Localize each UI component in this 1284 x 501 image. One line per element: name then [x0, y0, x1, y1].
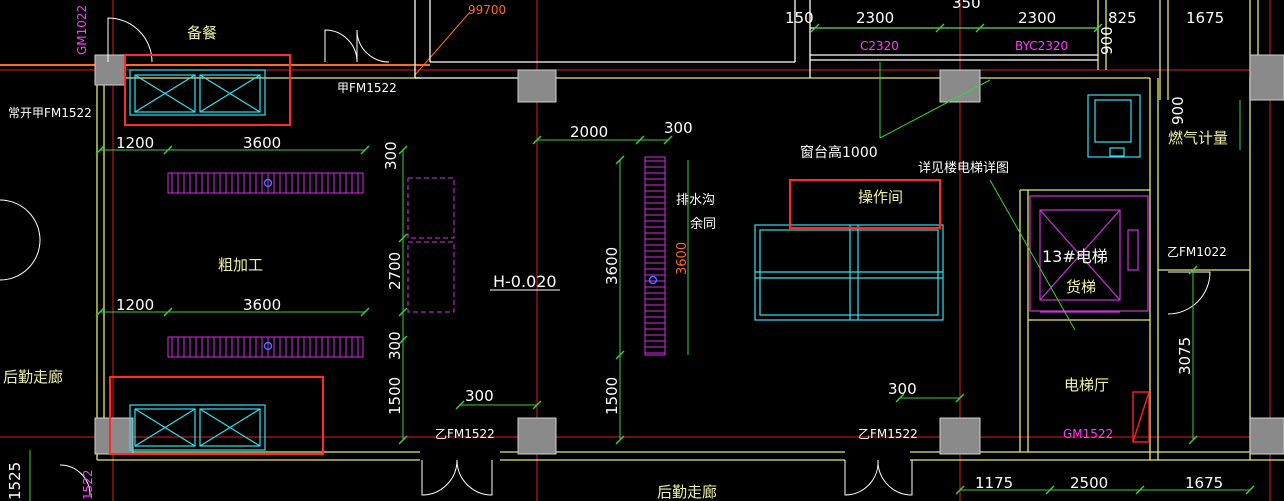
columns	[94, 54, 1284, 455]
dim-900a: 900	[1098, 26, 1116, 55]
label-houqin-bottom: 后勤走廊	[657, 483, 717, 501]
dim-1675b: 1675	[1185, 474, 1223, 492]
label-dianti: 13#电梯	[1042, 247, 1108, 266]
dim-1500b: 1500	[603, 377, 621, 415]
window-byc2320: BYC2320	[1015, 39, 1068, 53]
dim-300e: 300	[888, 380, 917, 398]
label-beican: 备餐	[187, 24, 217, 42]
dim-1525: 1525	[6, 462, 24, 500]
window-c2320: C2320	[860, 39, 899, 53]
label-ranqi: 燃气计量	[1168, 129, 1228, 147]
label-cujiagong: 粗加工	[218, 256, 263, 274]
door-left-fm1522: 常开甲FM1522	[8, 106, 92, 120]
label-chuangtai: 窗台高1000	[800, 144, 878, 161]
code-99700: 99700	[468, 3, 506, 17]
dim-3600a: 3600	[243, 134, 281, 152]
dim-825: 825	[1108, 9, 1137, 27]
dim-2700: 2700	[386, 252, 404, 290]
dim-1675a: 1675	[1186, 9, 1224, 27]
leader-orange	[414, 11, 471, 76]
room-labels: 备餐 粗加工 操作间 后勤走廊 后勤走廊 排水沟 余同 窗台高1000 详见楼电…	[3, 24, 1228, 501]
drain-points	[263, 178, 658, 351]
door-gm1022: GM1022	[75, 5, 89, 55]
door-yi-fm1022: 乙FM1022	[1167, 245, 1227, 259]
doors	[0, 17, 1211, 496]
elevator-shaft	[1029, 195, 1149, 313]
dim-2000: 2000	[570, 123, 608, 141]
dim-300d: 300	[465, 387, 494, 405]
operation-table	[754, 224, 944, 321]
label-xiangjian: 详见楼电梯详图	[918, 161, 1009, 176]
door-yi-fm1522-b: 乙FM1522	[858, 427, 918, 441]
label-diantiting: 电梯厅	[1064, 376, 1109, 394]
work-benches	[167, 156, 666, 358]
code-1522: 1522	[81, 469, 95, 500]
dim-2300b: 2300	[1018, 9, 1056, 27]
dimension-lines	[29, 27, 1250, 501]
dim-3600v: 3600	[603, 247, 621, 285]
dim-3075: 3075	[1176, 337, 1194, 375]
dim-1200a: 1200	[116, 134, 154, 152]
door-jia-fm1522-top: 甲FM1522	[337, 81, 397, 95]
label-houqin-left: 后勤走廊	[3, 368, 63, 386]
dimension-ticks	[95, 23, 1255, 495]
equipment-top	[129, 69, 266, 116]
dim-150: 150	[785, 9, 814, 27]
door-yi-fm1522-a: 乙FM1522	[435, 427, 495, 441]
equipment-bottom	[129, 404, 266, 451]
dim-350: 350	[952, 0, 981, 12]
door-red	[1132, 391, 1150, 443]
dim-3600r: 3600	[675, 242, 690, 275]
label-level: H-0.020	[493, 272, 557, 291]
door-red-diag	[1132, 391, 1150, 443]
dim-1200b: 1200	[116, 296, 154, 314]
door-labels: GM1022 甲FM1522 常开甲FM1522 乙FM1522 乙FM1522…	[8, 3, 1227, 500]
dim-1175: 1175	[975, 474, 1013, 492]
dim-300a: 300	[382, 141, 400, 170]
dim-1500a: 1500	[386, 377, 404, 415]
highlight-boxes	[109, 54, 941, 455]
door-gm1522: GM1522	[1063, 427, 1113, 441]
label-yutong: 余同	[690, 216, 716, 232]
dim-900b: 900	[1169, 96, 1187, 125]
label-huoti: 货梯	[1066, 278, 1096, 296]
dim-3600b: 3600	[243, 296, 281, 314]
label-caozuojian: 操作间	[858, 188, 903, 206]
dim-300b: 300	[664, 119, 693, 137]
label-paishuigou: 排水沟	[676, 193, 715, 208]
dim-2300a: 2300	[856, 9, 894, 27]
gas-meter	[1087, 94, 1141, 158]
dim-2500: 2500	[1070, 474, 1108, 492]
dim-300c: 300	[386, 331, 404, 360]
dimension-labels: 150 2300 350 2300 825 1675 900 900 1200 …	[6, 0, 1224, 500]
bench-ticks	[171, 160, 665, 357]
